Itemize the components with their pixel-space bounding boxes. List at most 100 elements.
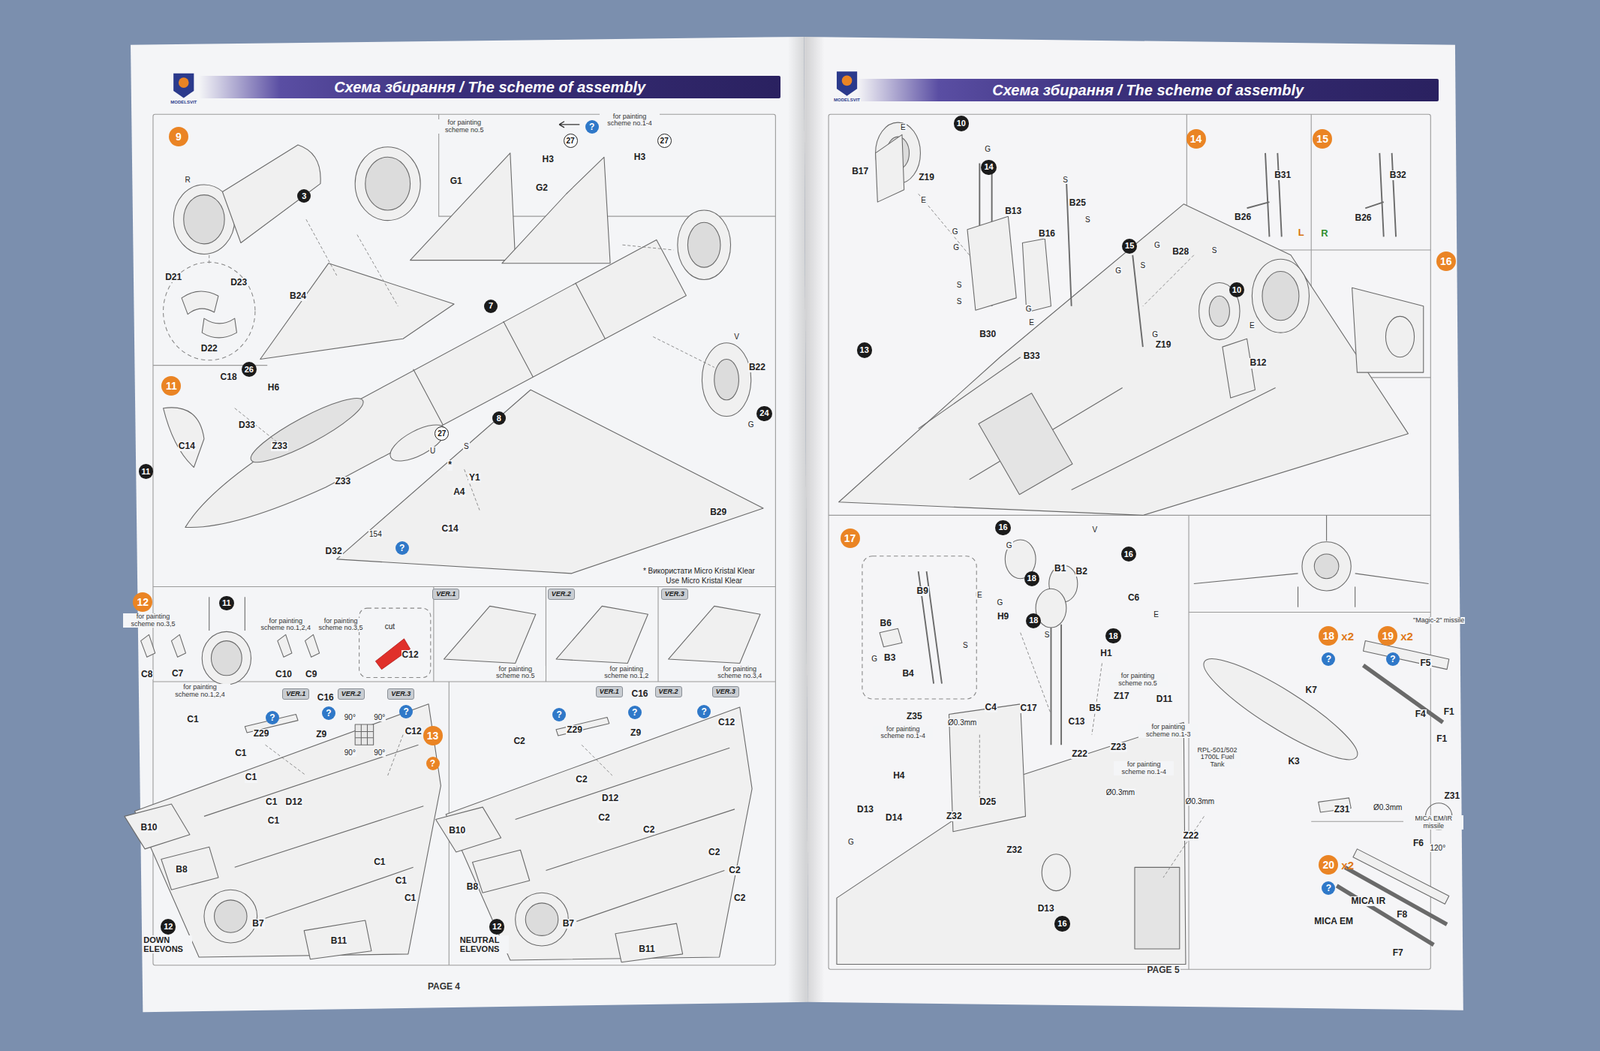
part-label: F6 <box>1412 838 1425 849</box>
glue-label: S <box>1139 261 1147 270</box>
aircraft-drawing <box>354 724 373 745</box>
glue-label: S <box>956 280 963 289</box>
brand-name: MODELSVIT <box>833 97 861 103</box>
part-label: C1 <box>372 857 386 867</box>
part-circle: 27 <box>657 133 672 148</box>
part-label: Z22 <box>1181 830 1200 841</box>
version-tag: VER.2 <box>547 588 575 600</box>
part-label: C12 <box>404 726 423 737</box>
part-label: D21 <box>164 272 183 283</box>
part-label: C18 <box>219 372 238 382</box>
part-label: Z29 <box>565 724 584 735</box>
part-label: B11 <box>637 944 656 954</box>
node-text: 10 <box>956 119 966 128</box>
aircraft-drawing <box>701 342 751 417</box>
aircraft-drawing <box>879 628 903 647</box>
aircraft-drawing <box>1314 553 1339 579</box>
aircraft-drawing <box>436 706 753 963</box>
aircraft-drawing <box>1041 854 1071 891</box>
aircraft-drawing <box>1363 664 1444 722</box>
part-label: B10 <box>140 822 159 833</box>
part-label: B1 <box>1053 563 1067 574</box>
leader-line <box>918 193 1205 878</box>
aircraft-drawing <box>165 231 695 569</box>
part-label: Z9 <box>315 729 328 740</box>
node-text: 3 <box>301 192 307 201</box>
glue-note: * Використати Micro Kristal Klear <box>642 566 756 575</box>
node-text: ? <box>399 543 405 553</box>
node-text: ? <box>1326 654 1332 664</box>
painting-note: "Magic-2" missile <box>1412 616 1465 624</box>
panel-frame <box>828 114 1431 969</box>
part-label: D11 <box>1155 694 1173 704</box>
painting-note: MICA EM/IR missile <box>1403 815 1464 830</box>
backdrop <box>130 36 809 1012</box>
node-text: 16 <box>998 523 1008 532</box>
version-tag: VER.2 <box>655 685 683 698</box>
part-label: C2 <box>512 736 526 746</box>
part-label: Z19 <box>917 172 936 183</box>
help-icon: ? <box>1321 652 1336 666</box>
part-label: C2 <box>597 812 611 823</box>
part-label: B2 <box>1075 566 1089 577</box>
part-label: B26 <box>1233 212 1252 223</box>
part-label: D22 <box>200 343 219 354</box>
glue-label: S <box>1043 630 1051 639</box>
part-label: D23 <box>229 277 248 288</box>
glue-label: R <box>184 175 192 184</box>
part-label: B12 <box>1248 357 1267 368</box>
aircraft-drawing <box>1134 866 1180 949</box>
reference-number: 18 <box>1025 613 1041 629</box>
aircraft-drawing <box>124 122 1453 964</box>
part-label: B30 <box>978 329 997 340</box>
part-label: Z31 <box>1333 804 1351 815</box>
aircraft-drawing <box>967 216 1017 310</box>
reference-number: 8 <box>492 411 506 425</box>
node-text: 16 <box>1057 919 1067 928</box>
aircraft-drawing <box>171 634 186 657</box>
node-text: ? <box>631 707 638 717</box>
node-text: 17 <box>844 532 857 544</box>
part-label: Z35 <box>905 711 924 722</box>
reference-number: 24 <box>756 406 772 422</box>
part-label: C2 <box>727 865 741 876</box>
glue-label: Ø0.3mm <box>1184 796 1216 806</box>
glue-label: S <box>962 640 969 650</box>
glue-label: 90° <box>343 748 357 757</box>
part-label: C1 <box>186 714 199 725</box>
part-label: C14 <box>177 441 196 452</box>
aircraft-drawing <box>1352 287 1424 373</box>
node-text: ? <box>430 758 436 768</box>
part-label: H6 <box>267 382 280 393</box>
reference-number: 13 <box>857 342 873 358</box>
node-text: 11 <box>165 380 178 391</box>
help-icon: ? <box>1386 652 1400 666</box>
aircraft-drawing <box>556 605 648 663</box>
aircraft-drawing <box>714 358 740 400</box>
reference-number: 10 <box>953 115 969 131</box>
part-label: Z19 <box>1154 339 1173 350</box>
part-label: C2 <box>574 774 588 785</box>
header-band: Схема збирання / The scheme of assembly <box>198 75 781 99</box>
glue-label: E <box>976 590 984 599</box>
aircraft-drawing <box>978 393 1073 495</box>
aircraft-drawing <box>124 703 442 960</box>
aircraft-drawing <box>1365 153 1396 237</box>
part-label: B9 <box>915 586 929 596</box>
part-label: Z31 <box>1443 790 1462 801</box>
glue-label: G <box>1005 541 1014 550</box>
glue-label: G <box>952 243 960 252</box>
node-text: 16 <box>1440 255 1453 267</box>
part-label: C1 <box>244 772 258 782</box>
node-text: 12 <box>492 922 502 931</box>
node-text: VER.2 <box>658 688 679 695</box>
part-label: B7 <box>562 918 575 929</box>
aircraft-drawing <box>260 263 455 360</box>
painting-note: for painting scheme no.3,4 <box>709 665 770 680</box>
node-text: Схема збирання / The scheme of assembly <box>333 79 646 95</box>
leader-line <box>209 193 1205 878</box>
reference-number: 15 <box>1121 238 1137 254</box>
glue-label: S <box>463 442 470 451</box>
part-label: D33 <box>237 420 256 431</box>
node-text: 18 <box>1323 630 1336 641</box>
